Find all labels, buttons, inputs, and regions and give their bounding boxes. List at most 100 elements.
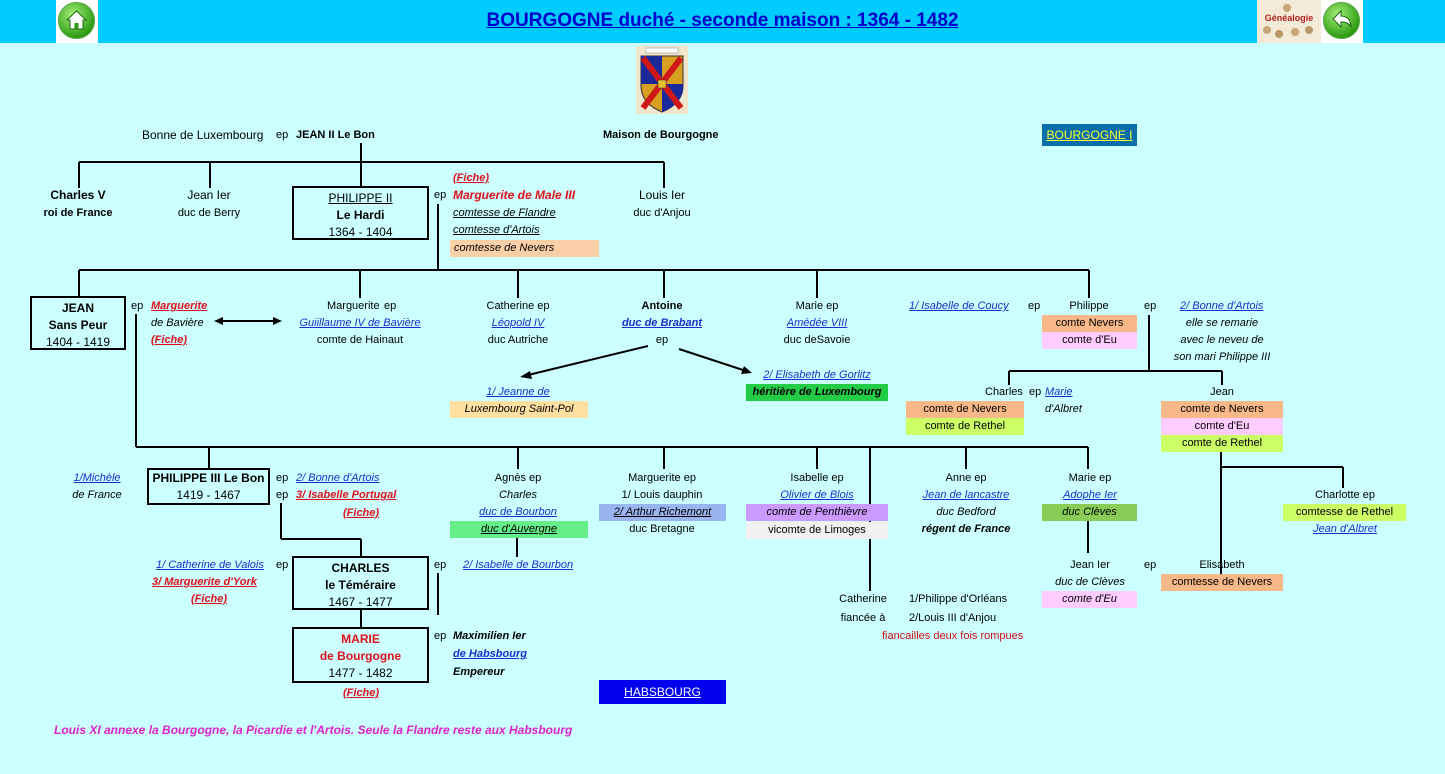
comtesse-nevers: comtesse de Nevers — [450, 240, 599, 257]
maison-bourgogne-label: Maison de Bourgogne — [603, 129, 719, 141]
habsbourg-link[interactable]: de Habsbourg — [453, 648, 527, 660]
elisabeth: Elisabeth — [1199, 559, 1245, 571]
duc-de-berry: duc de Berry — [177, 207, 241, 219]
philippe-ii-title: Le Hardi — [336, 208, 385, 222]
olivier-blois-link[interactable]: Olivier de Blois — [780, 489, 854, 501]
marguerite-baviere[interactable]: Marguerite — [151, 300, 208, 312]
fiche-link[interactable]: (Fiche) — [151, 334, 188, 346]
philippe-iii-name: PHILIPPE III Le Bon — [152, 471, 265, 485]
duc-bourbon-link[interactable]: duc de Bourbon — [479, 506, 557, 518]
adolphe-ier-link[interactable]: Adophe Ier — [1063, 489, 1117, 501]
leopold-iv-link[interactable]: Léopold IV — [491, 317, 545, 329]
isabelle-bourbon-link[interactable]: 2/ Isabelle de Bourbon — [463, 559, 574, 571]
ep-label: ep — [1144, 559, 1157, 571]
header-bar — [0, 0, 1445, 43]
philippe-iii-years: 1419 - 1467 — [176, 488, 241, 502]
duc-bedford: duc Bedford — [936, 506, 996, 518]
bourgogne-i-link[interactable]: BOURGOGNE I — [1042, 124, 1137, 146]
fiche-link[interactable]: (Fiche) — [453, 172, 490, 184]
louis-dauphin: 1/ Louis dauphin — [621, 489, 703, 501]
ep-label: ep — [276, 489, 289, 501]
charles-name: CHARLES — [331, 561, 390, 575]
comte-eu: comte d'Eu — [1161, 418, 1283, 435]
duc-bretagne: duc Bretagne — [629, 523, 695, 535]
fiche-link[interactable]: (Fiche) — [343, 507, 380, 519]
bonne-artois-link[interactable]: 2/ Bonne d'Artois — [1180, 300, 1264, 312]
bonne-artois-link[interactable]: 2/ Bonne d'Artois — [296, 472, 380, 484]
duc-cleves: duc Clèves — [1042, 504, 1137, 521]
marie-bourgogne-box: MARIE de Bourgogne 1477 - 1482 — [292, 627, 429, 683]
antoine: Antoine — [641, 300, 683, 312]
comtesse-rethel: comtesse de Rethel — [1283, 504, 1406, 521]
ep-label: ep — [276, 129, 289, 141]
philippe-ii-name: PHILIPPE II — [328, 191, 393, 205]
bonne-luxembourg: Bonne de Luxembourg — [142, 128, 264, 142]
comtesse-artois: comtesse d'Artois — [453, 224, 540, 236]
genealogie-button[interactable]: Généalogie — [1257, 0, 1321, 43]
comte-eu: comte d'Eu — [1042, 332, 1137, 349]
charles-v: Charles V — [50, 188, 106, 202]
fiancailles-rompues: fiancailles deux fois rompues — [882, 630, 1024, 642]
charles-years: 1467 - 1477 — [328, 595, 393, 609]
isabelle-portugal-link[interactable]: 3/ Isabelle Portugal — [296, 489, 397, 501]
ep-label: ep — [655, 334, 669, 346]
philippe-nevers: Philippe — [1069, 300, 1109, 312]
marie-years: 1477 - 1482 — [328, 666, 393, 680]
ep-label: ep — [434, 630, 447, 642]
ep-label: ep — [384, 300, 397, 312]
catherine-ep: Catherine ep — [486, 300, 550, 312]
guillaume-iv-link[interactable]: Guiillaume IV de Bavière — [299, 317, 421, 329]
catherine-valois-link[interactable]: 1/ Catherine de Valois — [156, 559, 264, 571]
agnes-charles: Charles — [499, 489, 537, 501]
duc-anjou: duc d'Anjou — [633, 207, 691, 219]
elisabeth-gorlitz-link[interactable]: 2/ Elisabeth de Gorlitz — [763, 369, 871, 381]
jean-lancastre-link[interactable]: Jean de lancastre — [922, 489, 1010, 501]
habsbourg-button[interactable]: HABSBOURG — [599, 680, 726, 704]
heritiere-luxembourg: héritière de Luxembourg — [746, 384, 888, 401]
isabelle-coucy-link[interactable]: 1/ Isabelle de Coucy — [909, 300, 1009, 312]
page-title[interactable]: BOURGOGNE duché - seconde maison : 1364 … — [486, 10, 959, 31]
marie-ep: Marie ep — [1068, 472, 1112, 484]
remarie-line1: elle se remarie — [1185, 317, 1259, 329]
fiche-link[interactable]: (Fiche) — [343, 687, 380, 699]
louis-anjou: 2/Louis III d'Anjou — [909, 612, 997, 624]
family-tree-icon — [1263, 4, 1313, 38]
maximilien-ier: Maximilien Ier — [453, 630, 526, 642]
comte-hainaut: comte de Hainaut — [316, 334, 404, 346]
ep-label: ep — [434, 559, 447, 571]
jean-ier-berry: Jean Ier — [187, 188, 231, 202]
ep-label: ep — [1029, 386, 1042, 398]
remarie-line3: son mari Philippe III — [1173, 351, 1271, 363]
ep-label: ep — [1028, 300, 1041, 312]
duc-brabant-link[interactable]: duc de Brabant — [621, 317, 703, 329]
ep-label: ep — [1144, 300, 1157, 312]
comte-rethel: comte de Rethel — [1161, 435, 1283, 452]
comte-rethel: comte de Rethel — [906, 418, 1024, 435]
isabelle-ep: Isabelle ep — [790, 472, 844, 484]
philippe-iii-box: PHILIPPE III Le Bon 1419 - 1467 — [147, 468, 270, 505]
jean-ier-cleves: Jean Ier — [1070, 559, 1110, 571]
home-icon — [58, 2, 95, 39]
marguerite-york-link[interactable]: 3/ Marguerite d'York — [152, 576, 257, 588]
anne-ep: Anne ep — [945, 472, 987, 484]
back-button[interactable] — [1321, 0, 1363, 43]
home-button[interactable] — [56, 0, 98, 43]
jean-years: 1404 - 1419 — [45, 335, 111, 349]
comte-penthievre: comte de Penthièvre — [746, 504, 888, 521]
comtesse-nevers: comtesse de Nevers — [1161, 574, 1283, 591]
marguerite-de-male: Marguerite de Male III — [453, 188, 576, 202]
regent-de-france: régent de France — [921, 523, 1011, 535]
philippe-ii-years: 1364 - 1404 — [328, 225, 393, 239]
marguerite-ep: Marguerite ep — [628, 472, 696, 484]
comte-nevers: comte Nevers — [1042, 315, 1137, 332]
fiche-link[interactable]: (Fiche) — [191, 593, 228, 605]
amedee-viii-link[interactable]: Amédée VIII — [786, 317, 848, 329]
jean-albret-link[interactable]: Jean d'Albret — [1313, 523, 1377, 535]
marie-albret-link[interactable]: Marie — [1045, 386, 1073, 398]
bourgogne-coat-of-arms-icon — [636, 46, 688, 114]
duc-autriche: duc Autriche — [487, 334, 549, 346]
jeanne-link[interactable]: 1/ Jeanne de — [486, 386, 550, 398]
michele-link[interactable]: 1/Michèle — [73, 472, 121, 484]
ep-label: ep — [276, 559, 289, 571]
roi-de-france: roi de France — [43, 207, 113, 219]
